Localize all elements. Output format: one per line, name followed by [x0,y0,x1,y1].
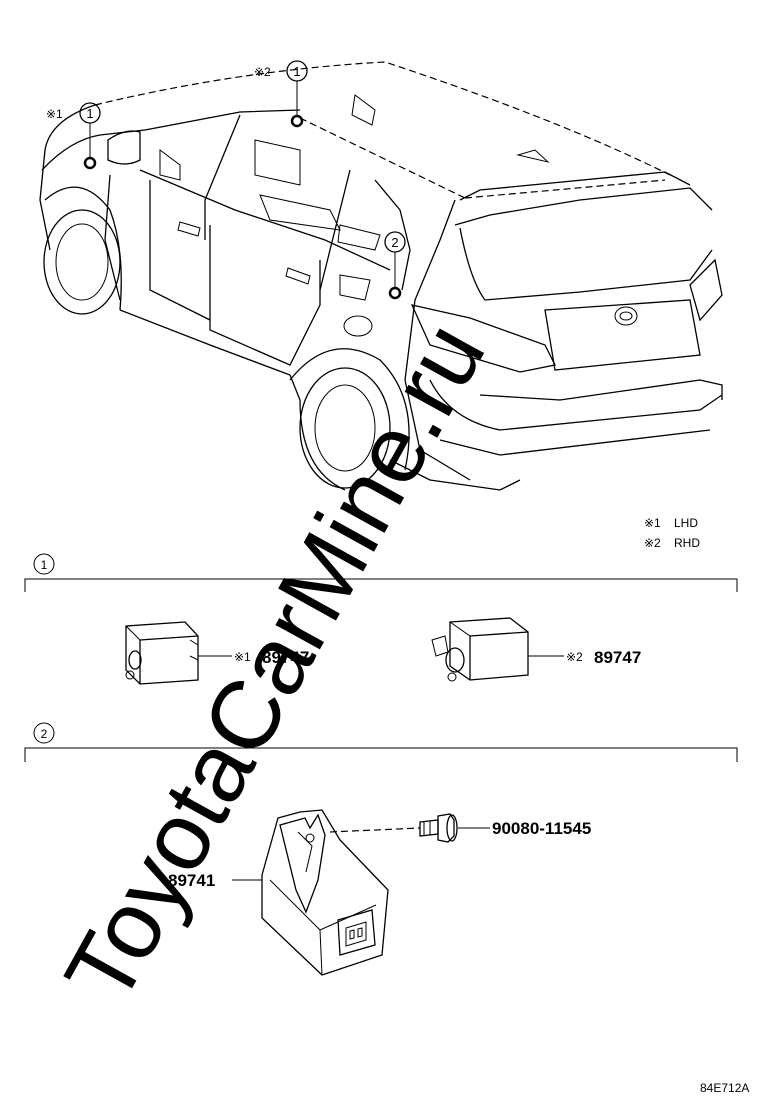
section-number: 1 [41,558,48,572]
camera-part-rhd: ※2 89747 [431,617,641,682]
callout-mark: ※2 [254,65,271,79]
callout-number: 1 [86,106,93,121]
part-number-89741: 89741 [168,871,215,890]
section-1: 1 ※1 89747 ※2 89747 [24,553,738,685]
legend-text: RHD [674,536,700,550]
legend-mark: ※1 [644,516,661,530]
diagram-code: 84E712A [700,1081,749,1095]
vehicle-illustration [39,61,723,491]
callout-number: 2 [391,235,398,250]
part-mark: ※1 [234,650,251,664]
location-dot [290,114,304,128]
callout-2: 2 [384,231,406,300]
legend-text: LHD [674,516,698,530]
part-number-90080-11545: 90080-11545 [492,819,591,838]
location-dot [388,286,402,300]
section-2: 2 89741 90080-11545 [24,722,738,976]
part-number-89747-rhd: 89747 [594,648,641,667]
location-dot [83,156,97,170]
section-number: 2 [41,727,48,741]
bolt-part: 90080-11545 [329,813,591,843]
callout-mark: ※1 [46,107,63,121]
part-number-89747-lhd: 89747 [262,648,309,667]
callout-1-rhd: ※2 1 [254,60,308,128]
ecu-module-part: 89741 [168,809,389,976]
part-mark: ※2 [566,650,583,664]
camera-part-lhd: ※1 89747 [125,621,309,685]
legend: ※1 LHD ※2 RHD [644,516,700,550]
callout-number: 1 [293,64,300,79]
callout-1-lhd: ※1 1 [46,102,101,170]
legend-mark: ※2 [644,536,661,550]
